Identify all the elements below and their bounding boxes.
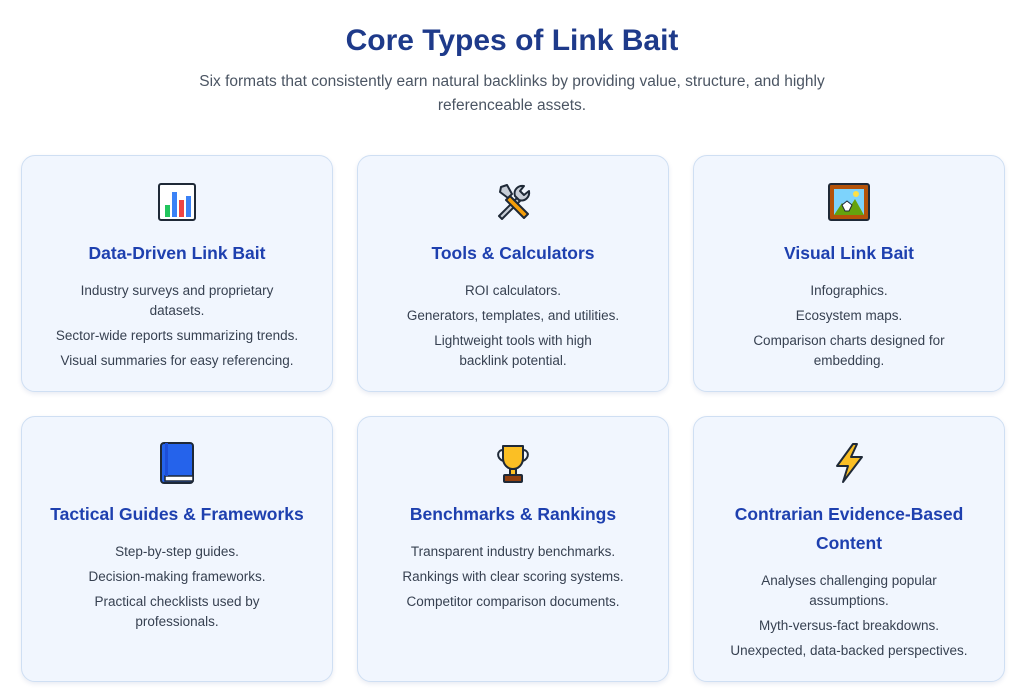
bar-chart-icon [40,181,314,223]
card-point: Infographics. [810,283,888,298]
card-title: Contrarian Evidence-Based Content [734,504,964,553]
lightning-icon [712,442,986,484]
card-title: Visual Link Bait [784,243,914,263]
card-point: Comparison charts designed for embedding… [753,333,945,368]
card-points: ROI calculators. Generators, templates, … [376,281,650,371]
card-point: Sector-wide reports summarizing trends. [55,328,299,343]
card-point: Competitor comparison documents. [406,594,620,609]
card-title: Tactical Guides & Frameworks [50,504,304,524]
card-point: Industry surveys and proprietary dataset… [80,283,274,318]
card-point: Lightweight tools with high backlink pot… [434,333,592,368]
trophy-icon [376,442,650,484]
card-point: Step-by-step guides. [115,544,239,559]
card-points: Industry surveys and proprietary dataset… [40,281,314,371]
card-points: Transparent industry benchmarks. Ranking… [376,542,650,612]
card-points: Step-by-step guides. Decision-making fra… [40,542,314,632]
link-bait-grid: Data-Driven Link Bait Industry surveys a… [21,155,1005,682]
card-point: Myth-versus-fact breakdowns. [758,618,940,633]
card-point: Analyses challenging popular assumptions… [761,573,937,608]
card-point: Ecosystem maps. [795,308,903,323]
card-title: Benchmarks & Rankings [409,504,617,524]
card-visual: Visual Link Bait Infographics. Ecosystem… [693,155,1005,392]
card-points: Analyses challenging popular assumptions… [712,571,986,661]
card-point: Practical checklists used by professiona… [94,594,260,629]
card-benchmarks: Benchmarks & Rankings Transparent indust… [357,416,669,682]
card-point: Decision-making frameworks. [88,569,266,584]
card-point: Transparent industry benchmarks. [410,544,616,559]
card-tools: Tools & Calculators ROI calculators. Gen… [357,155,669,392]
card-data-driven: Data-Driven Link Bait Industry surveys a… [21,155,333,392]
page-title: Core Types of Link Bait [345,24,679,57]
card-guides: Tactical Guides & Frameworks Step-by-ste… [21,416,333,682]
card-point: Rankings with clear scoring systems. [402,569,624,584]
card-points: Infographics. Ecosystem maps. Comparison… [712,281,986,371]
card-point: Unexpected, data-backed perspectives. [730,643,968,658]
card-title: Data-Driven Link Bait [88,243,266,263]
card-title: Tools & Calculators [431,243,595,263]
card-contrarian: Contrarian Evidence-Based Content Analys… [693,416,1005,682]
page-header: Core Types of Link Bait Six formats that… [0,0,1024,118]
framed-picture-icon [712,181,986,223]
tools-icon [376,181,650,223]
card-point: ROI calculators. [464,283,562,298]
page-subtitle: Six formats that consistently earn natur… [199,73,825,114]
book-icon [40,442,314,484]
card-point: Visual summaries for easy referencing. [60,353,294,368]
card-point: Generators, templates, and utilities. [406,308,620,323]
